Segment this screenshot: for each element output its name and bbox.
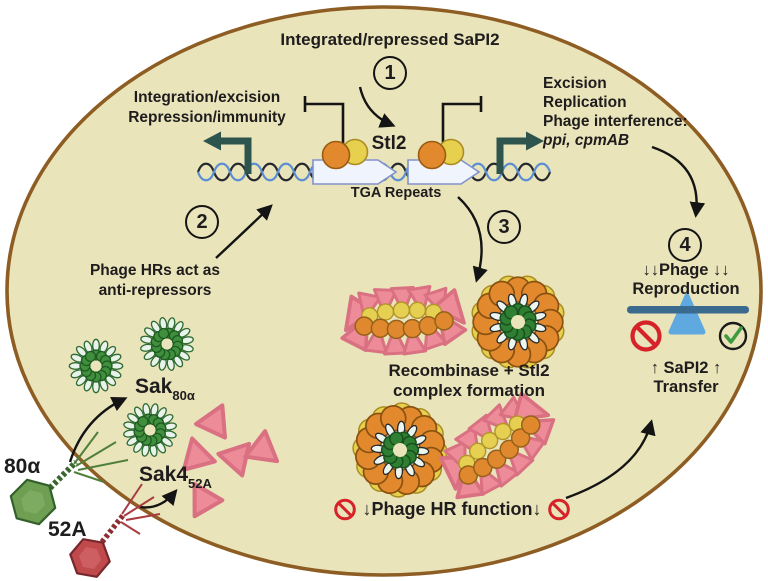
left-functions-line2: Repression/immunity [128,109,286,126]
complex-line2: complex formation [392,380,546,400]
step2-line1: Phage HRs act as [89,262,221,279]
flow-arrows [68,86,706,509]
sak80a-subscript: 80α [172,388,195,404]
arrow-tga-to-complex [457,196,488,283]
hr-function-label: ↓Phage HR function↓ [334,498,571,521]
right-functions-label: Excision Replication Phage interference:… [543,74,688,150]
right-functions-genes: ppi, cpmAB [543,132,630,149]
arrow-step2-to-dna [215,204,273,259]
phage-80a-label: 80α [4,455,41,478]
step-4-badge: 4 [668,228,702,262]
sak80a-base: Sak [135,375,173,398]
step-4-number: 4 [679,233,691,256]
right-functions-line1: Excision [543,75,607,92]
sapi2-transfer-line2: Transfer [653,378,719,396]
step2-description: Phage HRs act as anti-repressors [90,261,220,301]
sak4-subscript: 52A [188,476,212,492]
step-3-badge: 3 [487,210,521,244]
repression-tbar-right [441,96,483,148]
right-functions-line2: Replication [543,94,627,111]
dna-helix [196,162,552,182]
stl2-label: Stl2 [371,133,407,154]
step-2-badge: 2 [185,205,219,239]
sak4-label: Sak452A [139,463,212,492]
arrow-phage80a-to-sak [68,396,128,463]
arrow-hr-to-transfer [565,419,656,500]
sapi2-transfer-line1: ↑ SaPI2 ↑ [650,359,722,377]
phage-reproduction-label: ↓↓Phage ↓↓ Reproduction [632,261,739,299]
step-3-number: 3 [498,215,510,238]
step-1-badge: 1 [373,56,407,90]
tga-repeats-label: TGA Repeats [350,185,442,201]
phage-52a-icon [69,483,161,578]
phage-80a-icon [9,431,129,526]
figure-title: Integrated/repressed SaPI2 [280,30,500,49]
check-icon [718,321,748,351]
prohibition-icon [630,320,662,352]
hr-function-text: ↓Phage HR function↓ [362,499,542,519]
sak4-base: Sak4 [139,463,189,486]
complex-formation-label: Recombinase + Stl2 complex formation [388,361,549,400]
seesaw-scale [627,293,749,335]
sapi2-transfer-label: ↑ SaPI2 ↑ Transfer [651,359,722,397]
leftward-promoter-arrow [203,131,252,174]
arrow-phage52a-to-sak4 [139,489,178,509]
step-2-number: 2 [196,210,208,233]
prohibition-icon [548,498,570,521]
phage-52a-label: 52A [48,518,87,541]
complex-line1: Recombinase + Stl2 [388,361,550,380]
step2-line2: anti-repressors [98,282,212,299]
step-1-number: 1 [384,61,396,84]
left-functions-label: Integration/excision Repression/immunity [128,88,286,128]
stl2-protein-dimer-2 [417,138,465,170]
sak80a-label: Sak80α [135,375,195,404]
phage-reproduction-line1: ↓↓Phage ↓↓ [642,261,730,279]
prohibition-icon [334,498,356,521]
left-functions-line1: Integration/excision [133,89,281,106]
phage-reproduction-line2: Reproduction [632,280,740,298]
sak80a-protein-1 [69,339,122,392]
repression-tbar-left [303,96,345,148]
right-functions-line3: Phage interference: [543,113,688,130]
arrow-step1-to-gene [358,86,396,128]
arrow-ppi-to-step4 [651,145,706,218]
stl2-protein-dimer-1 [321,138,369,170]
rightward-promoter-arrow [496,131,544,174]
